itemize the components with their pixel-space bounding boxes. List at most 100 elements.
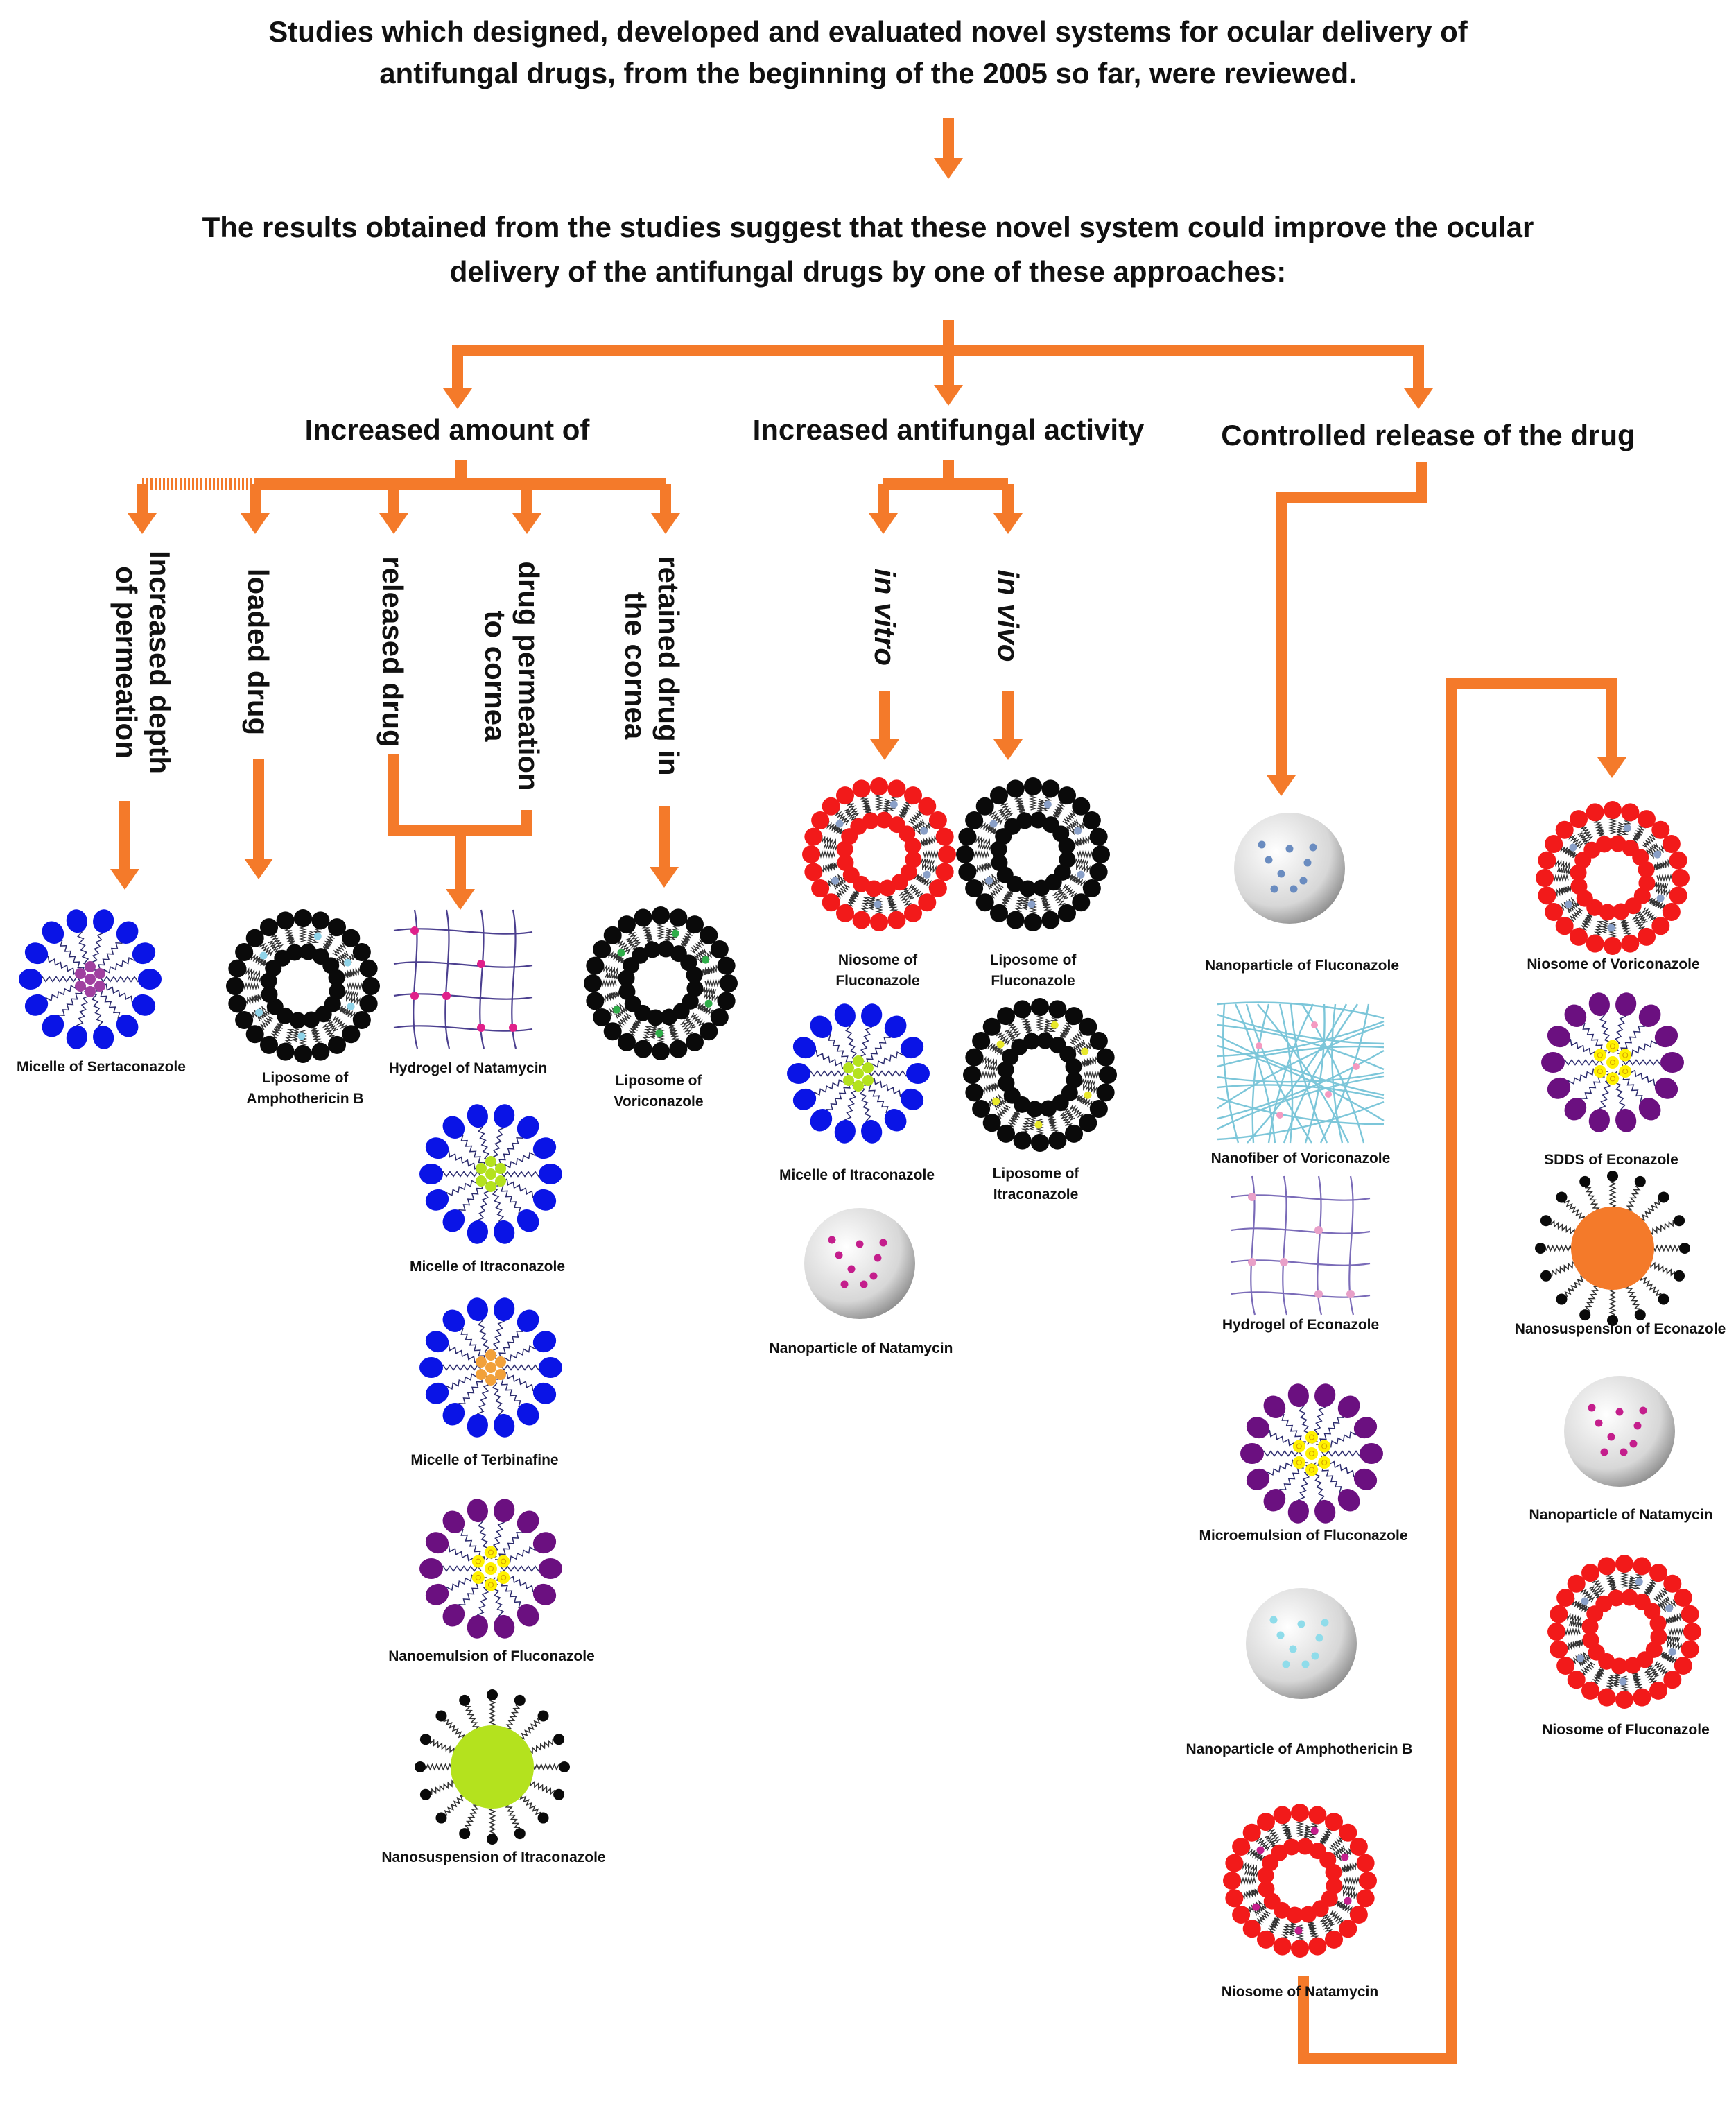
caption-liposome-itraconazole-line-2: Itraconazole [993,1187,1079,1202]
caption-liposome-fluconazole: Liposome of Fluconazole [990,950,1077,992]
arrowhead [934,385,963,406]
branch-controlled-release: Controlled release of the drug [1221,419,1635,451]
header-line-2: antifungal drugs, from the beginning of … [379,57,1357,89]
arrowhead [993,739,1023,760]
branch-increased-activity: Increased antifungal activity [752,413,1145,446]
caption-nanoparticle-natamycin: Nanoparticle of Natamycin [769,1340,953,1356]
sub-increased-depth-line-2: of permeation [110,566,143,759]
caption-nanoparticle-amphotericin: Nanoparticle of Amphothericin B [1186,1741,1413,1757]
arrowhead [1267,775,1296,796]
liposome-itraconazole [963,998,1117,1152]
caption-liposome-amphotericin-line-2: Amphothericin B [246,1091,364,1107]
branch-increased-amount: Increased amount of [304,413,590,446]
header-line-1: Studies which designed, developed and ev… [268,15,1468,48]
arrowhead [379,513,408,534]
arrowhead [934,158,963,179]
arrowhead [993,513,1023,534]
arrowhead [244,859,273,879]
arrowhead [128,513,157,534]
microemulsion-fluconazole [1240,1383,1383,1524]
arrowhead [512,513,541,534]
sub-drug-permeation-line-1: drug permeation [512,561,545,791]
caption-nanoparticle-natamycin-2: Nanoparticle of Natamycin [1529,1507,1713,1523]
caption-nanosuspension-econazole: Nanosuspension of Econazole [1514,1321,1726,1337]
caption-liposome-fluconazole-line-1: Liposome of [989,952,1077,968]
sub-in-vivo: in vivo [992,569,1025,662]
connector-line [1298,678,1617,2064]
arrowhead [869,513,898,534]
liposome-amphotericin [226,909,380,1063]
caption-micelle-sertaconazole: Micelle of Sertaconazole [17,1059,186,1075]
hydrogel-econazole [1231,1175,1371,1316]
nanoparticle-amphotericin [1246,1588,1357,1699]
connector-arrows [110,118,1626,2064]
arrowhead [446,889,475,910]
caption-liposome-amphotericin: Liposome of Amphothericin B [246,1068,363,1110]
nanosuspension-itraconazole [415,1689,570,1845]
header-line-3: The results obtained from the studies su… [202,211,1534,243]
liposome-fluconazole [956,777,1110,931]
caption-nanoemulsion-fluconazole: Nanoemulsion of Fluconazole [388,1648,595,1664]
caption-liposome-fluconazole-line-2: Fluconazole [991,973,1075,989]
caption-micelle-itraconazole: Micelle of Itraconazole [409,1259,566,1275]
arrowhead [241,513,270,534]
micelle-itraconazole-b [787,1003,930,1144]
nanoparticle-fluconazole [1234,813,1345,924]
micelle-terbinafine [419,1297,562,1438]
sdds-econazole [1541,992,1684,1132]
sub-increased-depth-line-1: Increased depth [144,550,176,775]
liposome-voriconazole [584,906,738,1060]
sub-retained-drug-line-2: the cornea [619,592,652,740]
caption-liposome-voriconazole-line-1: Liposome of [615,1073,702,1089]
niosome-fluconazole-b [1547,1555,1701,1709]
micelle-nanoemulsion-fluconazole [419,1499,562,1639]
caption-liposome-voriconazole-line-2: Voriconazole [614,1094,704,1110]
caption-nanosuspension-itraconazole: Nanosuspension of Itraconazole [381,1849,606,1865]
arrowhead [650,867,679,888]
sub-in-vitro: in vitro [869,568,901,666]
caption-sdds-econazole: SDDS of Econazole [1544,1152,1678,1168]
sub-retained-drug-line-1: retained drug in [652,555,685,776]
caption-niosome-fluconazole: Niosome of Fluconazole [835,950,919,992]
sub-increased-depth: Increased depth of permeation [110,551,176,774]
arrowhead [110,869,139,890]
structures [19,777,1701,1958]
connector-line [1276,462,1427,749]
caption-liposome-itraconazole: Liposome of Itraconazole [993,1164,1079,1205]
caption-niosome-fluconazole-2: Niosome of Fluconazole [1542,1722,1710,1738]
caption-hydrogel-natamycin: Hydrogel of Natamycin [388,1060,548,1076]
micelle-sertaconazole [19,909,162,1049]
caption-micelle-terbinafine: Micelle of Terbinafine [410,1452,559,1468]
niosome-voriconazole [1536,801,1690,955]
hydrogel-natamycin [393,909,533,1049]
caption-niosome-fluconazole-line-2: Fluconazole [835,973,920,989]
caption-nanoparticle-fluconazole: Nanoparticle of Fluconazole [1204,958,1400,974]
niosome-fluconazole-a [802,777,956,931]
nanoparticle-natamycin-b [1564,1376,1675,1487]
caption-hydrogel-econazole: Hydrogel of Econazole [1222,1317,1380,1333]
caption-microemulsion-fluconazole: Microemulsion of Fluconazole [1199,1528,1408,1544]
arrowhead [870,739,899,760]
nanosuspension-econazole [1535,1171,1690,1326]
nanofiber-voriconazole [1217,1001,1385,1144]
caption-liposome-itraconazole-line-1: Liposome of [992,1166,1079,1182]
sub-loaded-drug: loaded drug [242,568,275,736]
sub-released-drug: released drug [376,556,409,748]
arrowhead [443,388,472,409]
arrowhead [651,513,680,534]
niosome-natamycin [1223,1804,1377,1958]
caption-micelle-itraconazole-2: Micelle of Itraconazole [779,1167,935,1183]
caption-niosome-voriconazole: Niosome of Voriconazole [1527,956,1700,972]
sub-drug-permeation-line-2: to cornea [479,610,512,742]
header-line-4: delivery of the antifungal drugs by one … [449,255,1287,288]
caption-niosome-fluconazole-line-1: Niosome of [837,952,918,968]
arrowhead [1404,388,1433,409]
caption-liposome-voriconazole: Liposome of Voriconazole [614,1071,703,1112]
sub-retained-drug: retained drug in the cornea [618,555,685,775]
caption-niosome-natamycin: Niosome of Natamycin [1221,1984,1379,2000]
nanoparticle-natamycin-a [804,1208,915,1319]
caption-liposome-amphotericin-line-1: Liposome of [261,1070,349,1086]
arrowhead [1597,757,1626,778]
caption-nanofiber-voriconazole: Nanofiber of Voriconazole [1210,1150,1391,1166]
